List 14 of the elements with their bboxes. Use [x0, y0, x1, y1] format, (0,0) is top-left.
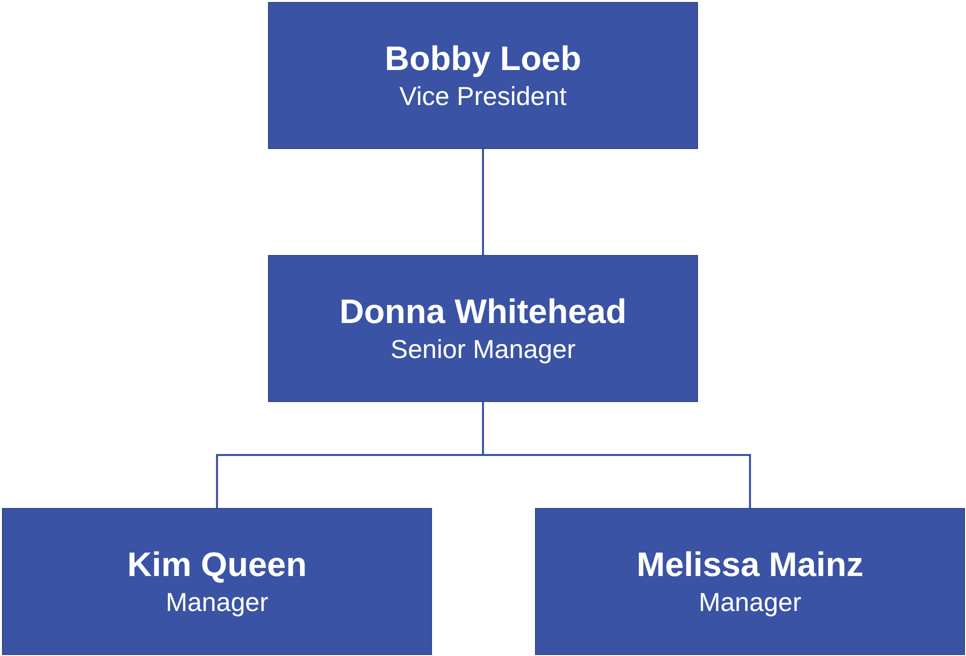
job-title: Manager: [698, 586, 802, 618]
job-title: Manager: [166, 586, 268, 618]
person-name: Donna Whitehead: [339, 292, 627, 333]
person-box: [2, 508, 432, 655]
connector-line: [482, 402, 751, 508]
person-name: Melissa Mainz: [636, 544, 864, 586]
job-title: Senior Manager: [390, 332, 576, 366]
connector-line: [482, 149, 484, 255]
person-name: Bobby Loeb: [384, 38, 582, 80]
person-box: [535, 508, 965, 655]
person-name: Kim Queen: [127, 544, 307, 586]
person-box: [268, 2, 698, 149]
person-box: [268, 255, 698, 402]
job-title: Vice President: [399, 80, 567, 112]
